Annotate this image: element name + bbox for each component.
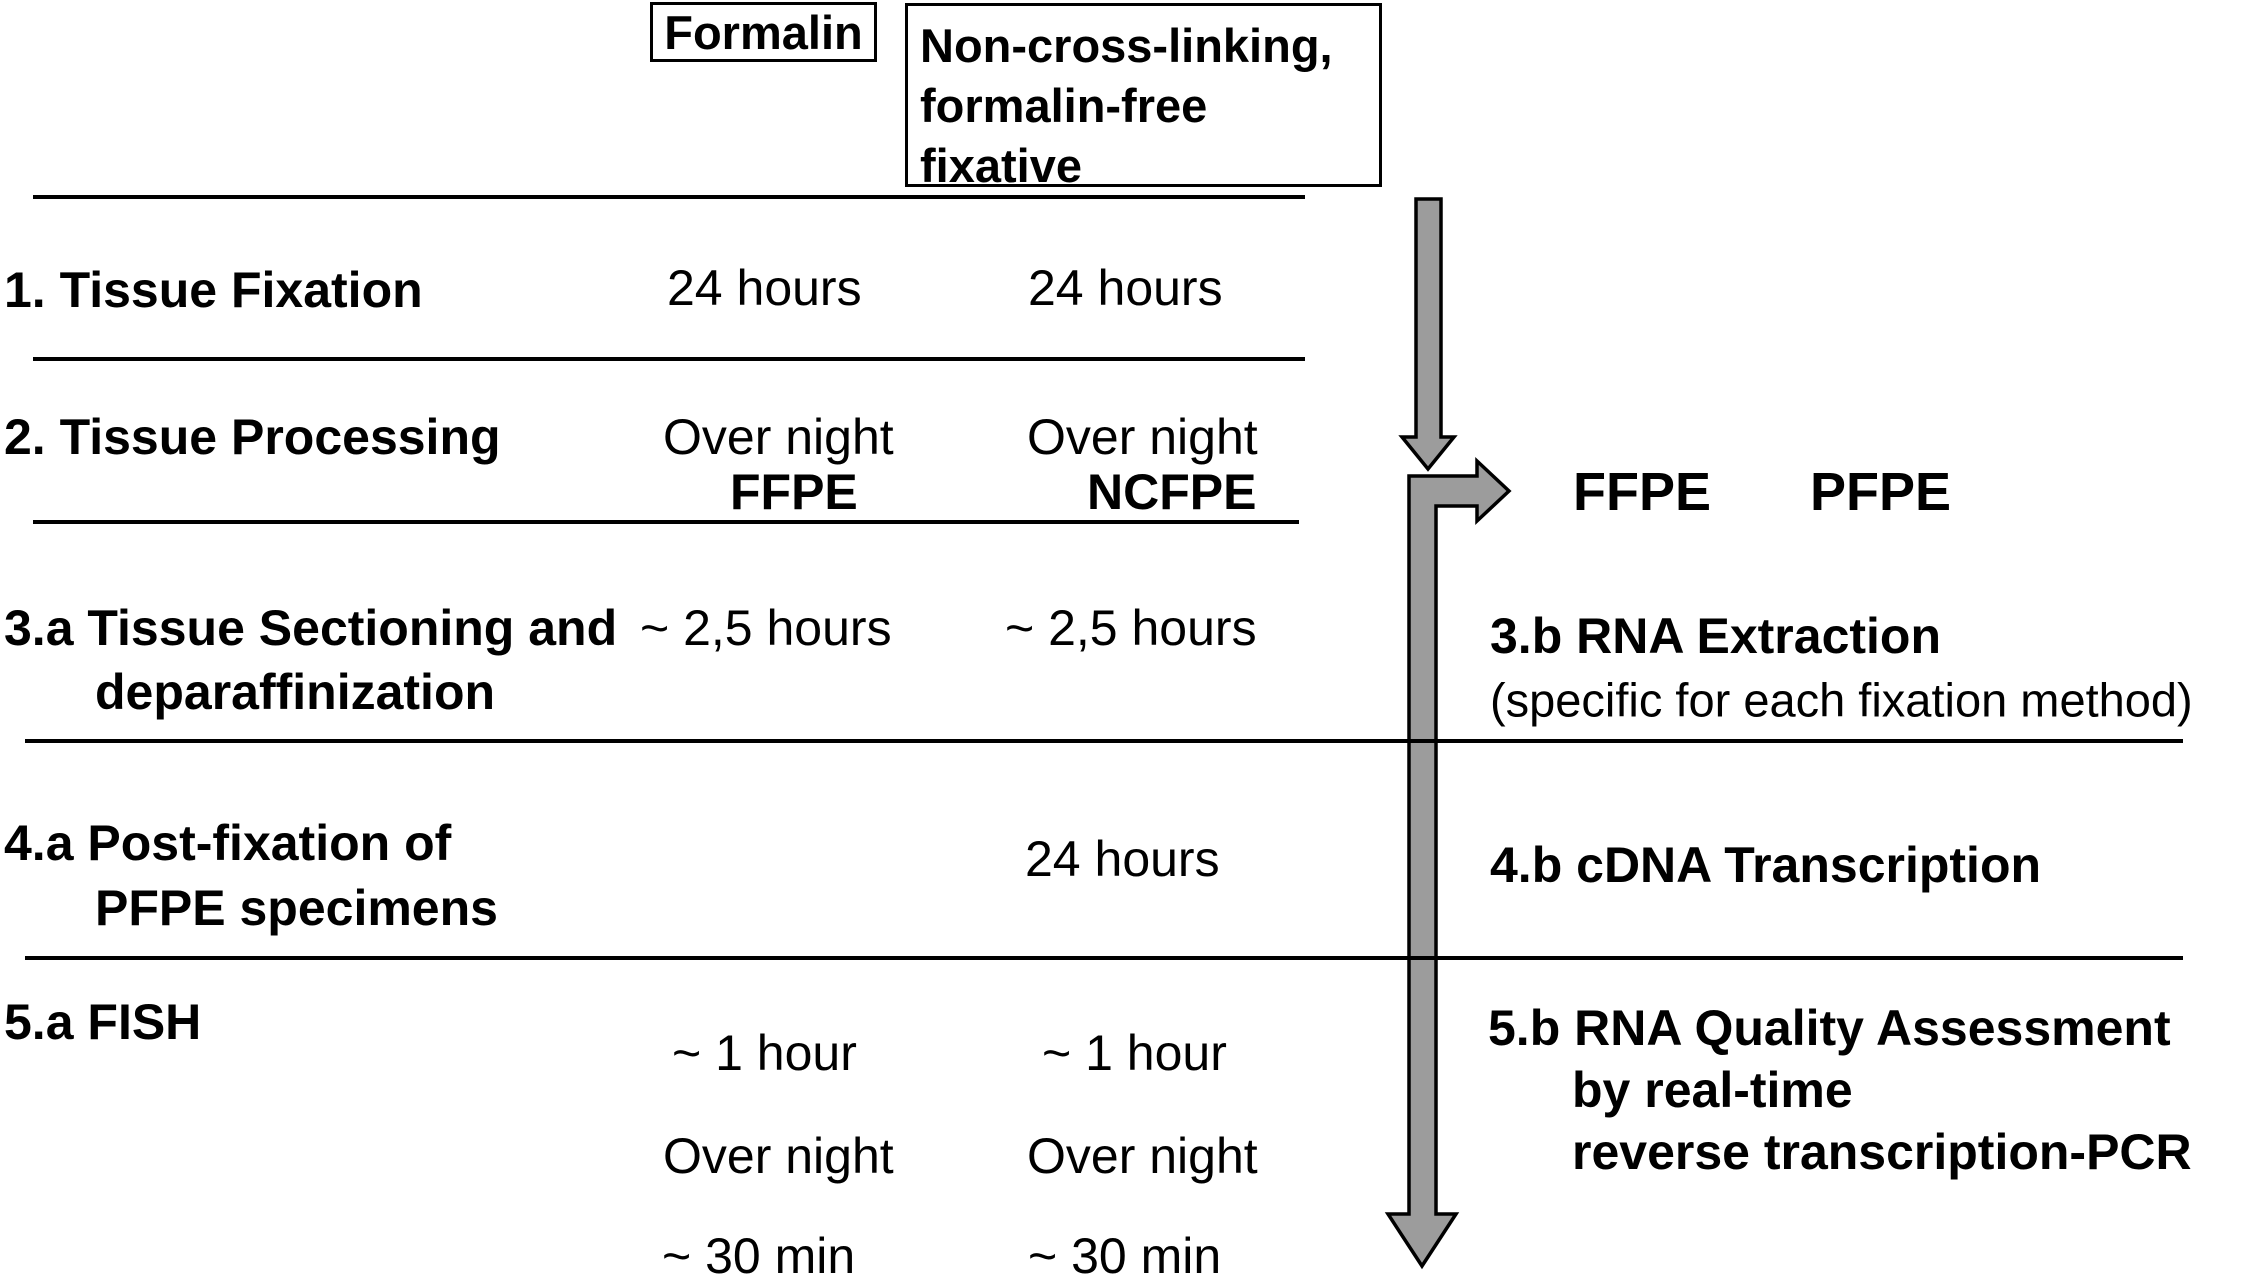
down-arrow-icon [1398, 197, 1458, 472]
fixative-header-box: Non-cross-linking, formalin-free fixativ… [905, 3, 1382, 192]
row5-col2-value: ~ 30 min [1028, 1228, 1222, 1280]
row5-col2-value: Over night [1027, 1128, 1258, 1184]
fixative-header-line: Non-cross-linking, [920, 19, 1333, 72]
fixative-header-line: formalin-free [920, 79, 1208, 132]
row4-col2-value: 24 hours [1025, 831, 1220, 887]
row5-col2-value: ~ 1 hour [1042, 1025, 1227, 1081]
row4-label-line2: PFPE specimens [95, 880, 498, 936]
row2-col1-value: Over night [663, 409, 894, 465]
row3-label-line1: 3.a Tissue Sectioning and [4, 600, 618, 656]
row1-col1-value: 24 hours [667, 260, 862, 316]
branch-label-pfpe: PFPE [1810, 462, 1952, 522]
step-3b-subtitle: (specific for each fixation method) [1490, 673, 2193, 727]
formalin-header-label: Formalin [664, 5, 863, 59]
step-5b-line1: 5.b RNA Quality Assessment [1488, 1000, 2171, 1056]
row1-rule [33, 357, 1305, 361]
step-5b-line2: by real-time [1572, 1062, 1853, 1118]
step-3b-title: 3.b RNA Extraction [1490, 608, 1942, 664]
step-5b-line3: reverse transcription-PCR [1572, 1124, 2192, 1180]
row3-col2-value: ~ 2,5 hours [1005, 600, 1257, 656]
row1-label: 1. Tissue Fixation [4, 262, 423, 318]
row2-rule [33, 520, 1299, 524]
row4-rule [25, 956, 2183, 960]
row3-col1-value: ~ 2,5 hours [640, 600, 892, 656]
branch-label-ffpe: FFPE [1573, 462, 1712, 522]
ffpe-result-label: FFPE [730, 464, 858, 520]
row1-col2-value: 24 hours [1028, 260, 1223, 316]
row5-col1-value: ~ 1 hour [672, 1025, 857, 1081]
row2-label: 2. Tissue Processing [4, 409, 501, 465]
row4-label-line1: 4.a Post-fixation of [4, 815, 452, 871]
fixative-header-line: fixative [920, 139, 1082, 192]
header-rule [33, 195, 1305, 199]
row3-rule [25, 739, 2183, 743]
ncfpe-result-label: NCFPE [1087, 464, 1257, 520]
row5-col1-value: ~ 30 min [662, 1228, 856, 1280]
formalin-header-box: Formalin [650, 2, 877, 62]
row2-col2-value: Over night [1027, 409, 1258, 465]
row5-col1-value: Over night [663, 1128, 894, 1184]
step-4b-title: 4.b cDNA Transcription [1490, 837, 2042, 893]
row3-label-line2: deparaffinization [95, 664, 496, 720]
row5-label: 5.a FISH [4, 994, 202, 1050]
